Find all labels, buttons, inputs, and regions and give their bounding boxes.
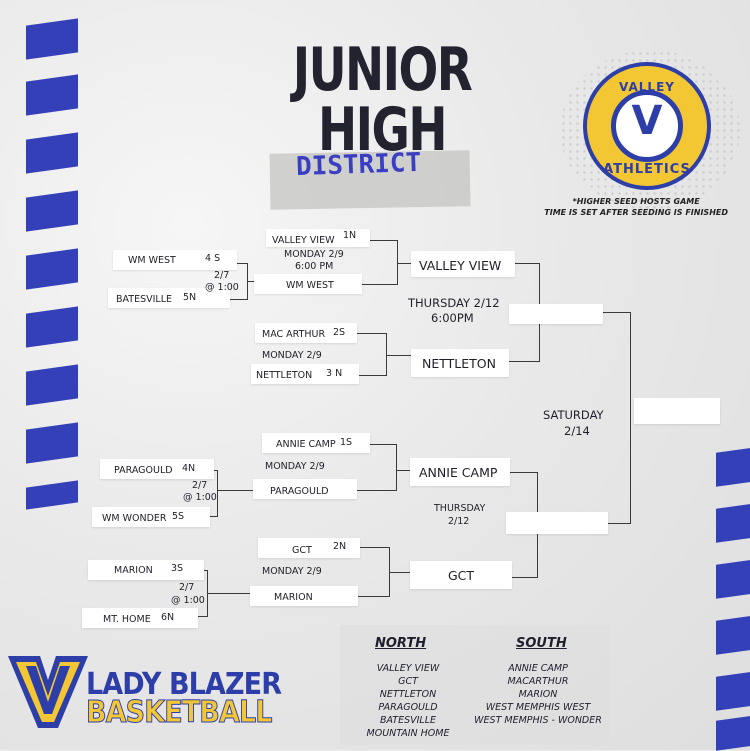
page-subtitle: DISTRICT xyxy=(295,147,422,183)
north-team: BATESVILLE xyxy=(379,715,437,726)
s2-team-b: GCT xyxy=(448,568,475,583)
s1-team-a: VALLEY VIEW xyxy=(419,258,502,273)
q4-seed-a: 2N xyxy=(333,541,347,552)
q4-team-b: MARION xyxy=(274,592,313,603)
q3-team-a-box xyxy=(262,433,370,453)
seeding-note: *HIGHER SEED HOSTS GAME TIME IS SET AFTE… xyxy=(544,197,728,217)
logo-letter: V xyxy=(631,98,663,144)
brand-line1: LADY BLAZER xyxy=(86,667,282,702)
q2-team-a-box xyxy=(255,323,357,343)
north-team: NETTLETON xyxy=(379,689,437,700)
q3-team-b-box xyxy=(253,479,357,499)
south-team: WEST MEMPHIS WEST xyxy=(485,702,591,713)
final-day: SATURDAY xyxy=(543,408,604,422)
r1g1-team-a-box xyxy=(113,250,237,270)
r1g1-team-b: BATESVILLE xyxy=(116,294,173,305)
r1g2-team-a-box xyxy=(100,459,214,479)
north-heading: NORTH xyxy=(375,636,427,651)
q2-date: MONDAY 2/9 xyxy=(262,350,322,361)
r1g3-time: @ 1:00 xyxy=(171,595,205,606)
s1-team-b-box xyxy=(411,349,509,377)
q4-date: MONDAY 2/9 xyxy=(262,566,322,577)
q1-team-b: WM WEST xyxy=(286,280,334,291)
page-title: JUNIOR HIGH xyxy=(292,35,473,165)
r1g1-team-a: WM WEST xyxy=(128,255,176,266)
lady-blazer-basketball-logo: LADY BLAZER BASKETBALL xyxy=(6,652,336,738)
r1g3-seed-a: 3S xyxy=(171,563,184,574)
q1-team-a-box xyxy=(266,229,370,247)
r1g3-date: 2/7 xyxy=(179,582,195,593)
q2-seed-b: 3 N xyxy=(326,368,343,379)
r1g2-team-a: PARAGOULD xyxy=(114,465,173,476)
south-team: MACARTHUR xyxy=(507,676,569,687)
q3-team-a: ANNIE CAMP xyxy=(276,439,336,450)
r1g1-team-b-box xyxy=(108,288,230,308)
south-team: MARION xyxy=(518,689,558,700)
q2-team-b-box xyxy=(251,364,359,384)
v-logo-icon xyxy=(8,656,88,728)
north-team: PARAGOULD xyxy=(378,702,438,713)
r1g1-time: @ 1:00 xyxy=(205,282,239,293)
q3-seed-a: 1S xyxy=(340,437,353,448)
logo-badge: V xyxy=(611,90,683,162)
footer-panel xyxy=(340,625,610,745)
s2-team-a-box xyxy=(410,458,510,486)
r1g3-team-b-box xyxy=(82,608,198,628)
north-list: VALLEY VIEW GCT NETTLETON PARAGOULD BATE… xyxy=(348,662,468,740)
champion-box xyxy=(634,398,720,424)
q4-team-b-box xyxy=(250,586,358,606)
north-team: VALLEY VIEW xyxy=(376,663,440,674)
s1-team-a-box xyxy=(411,251,515,277)
r1g3-team-a: MARION xyxy=(114,565,153,576)
south-list: ANNIE CAMP MACARTHUR MARION WEST MEMPHIS… xyxy=(466,662,610,727)
final-date: 2/14 xyxy=(564,424,590,438)
r1g3-team-a-box xyxy=(88,560,204,580)
r1g2-date: 2/7 xyxy=(192,480,208,491)
q2-team-a: MAC ARTHUR xyxy=(262,329,326,340)
r1g1-seed-a: 4 S xyxy=(205,253,221,264)
q3-team-b: PARAGOULD xyxy=(270,486,329,497)
q3-date: MONDAY 2/9 xyxy=(265,461,325,472)
north-team: GCT xyxy=(398,676,418,687)
south-team: WEST MEMPHIS - WONDER xyxy=(474,715,602,726)
s1-date: THURSDAY 2/12 xyxy=(408,296,500,310)
valley-view-athletics-logo: VALLEY VIEW V ATHLETICS xyxy=(583,62,711,190)
north-team: MOUNTAIN HOME xyxy=(366,728,450,739)
brand-line2: BASKETBALL xyxy=(86,695,273,730)
q2-team-b: NETTLETON xyxy=(256,370,313,381)
r1g2-team-b-box xyxy=(92,507,210,527)
s2-team-b-box xyxy=(410,561,512,589)
logo-bottom-text: ATHLETICS xyxy=(603,162,691,177)
south-heading: SOUTH xyxy=(516,636,567,651)
q1-team-a: VALLEY VIEW xyxy=(272,235,335,246)
s2-team-a: ANNIE CAMP xyxy=(419,465,498,480)
r1g2-team-b: WM WONDER xyxy=(102,513,167,524)
r1g2-seed-a: 4N xyxy=(182,463,196,474)
r1g3-team-b: MT. HOME xyxy=(103,614,151,625)
r1g1-date: 2/7 xyxy=(214,270,230,281)
s2-winner-box xyxy=(506,512,608,534)
s1-team-b: NETTLETON xyxy=(422,356,496,371)
south-team: ANNIE CAMP xyxy=(508,663,568,674)
s2-date-line2: 2/12 xyxy=(448,516,470,527)
r1g1-seed-b: 5N xyxy=(183,292,197,303)
r1g3-seed-b: 6N xyxy=(161,612,175,623)
r1g2-time: @ 1:00 xyxy=(183,492,217,503)
q4-team-a: GCT xyxy=(292,545,312,556)
s1-winner-box xyxy=(509,304,603,324)
r1g2-seed-b: 5S xyxy=(172,511,185,522)
s2-date-line1: THURSDAY xyxy=(434,503,486,514)
q1-date: MONDAY 2/9 xyxy=(284,249,344,260)
q1-seed-a: 1N xyxy=(343,230,357,241)
q1-team-b-box xyxy=(254,274,362,294)
s1-time: 6:00PM xyxy=(431,311,474,325)
q4-team-a-box xyxy=(258,538,360,558)
q1-time: 6:00 PM xyxy=(295,261,334,272)
q2-seed-a: 2S xyxy=(333,327,346,338)
